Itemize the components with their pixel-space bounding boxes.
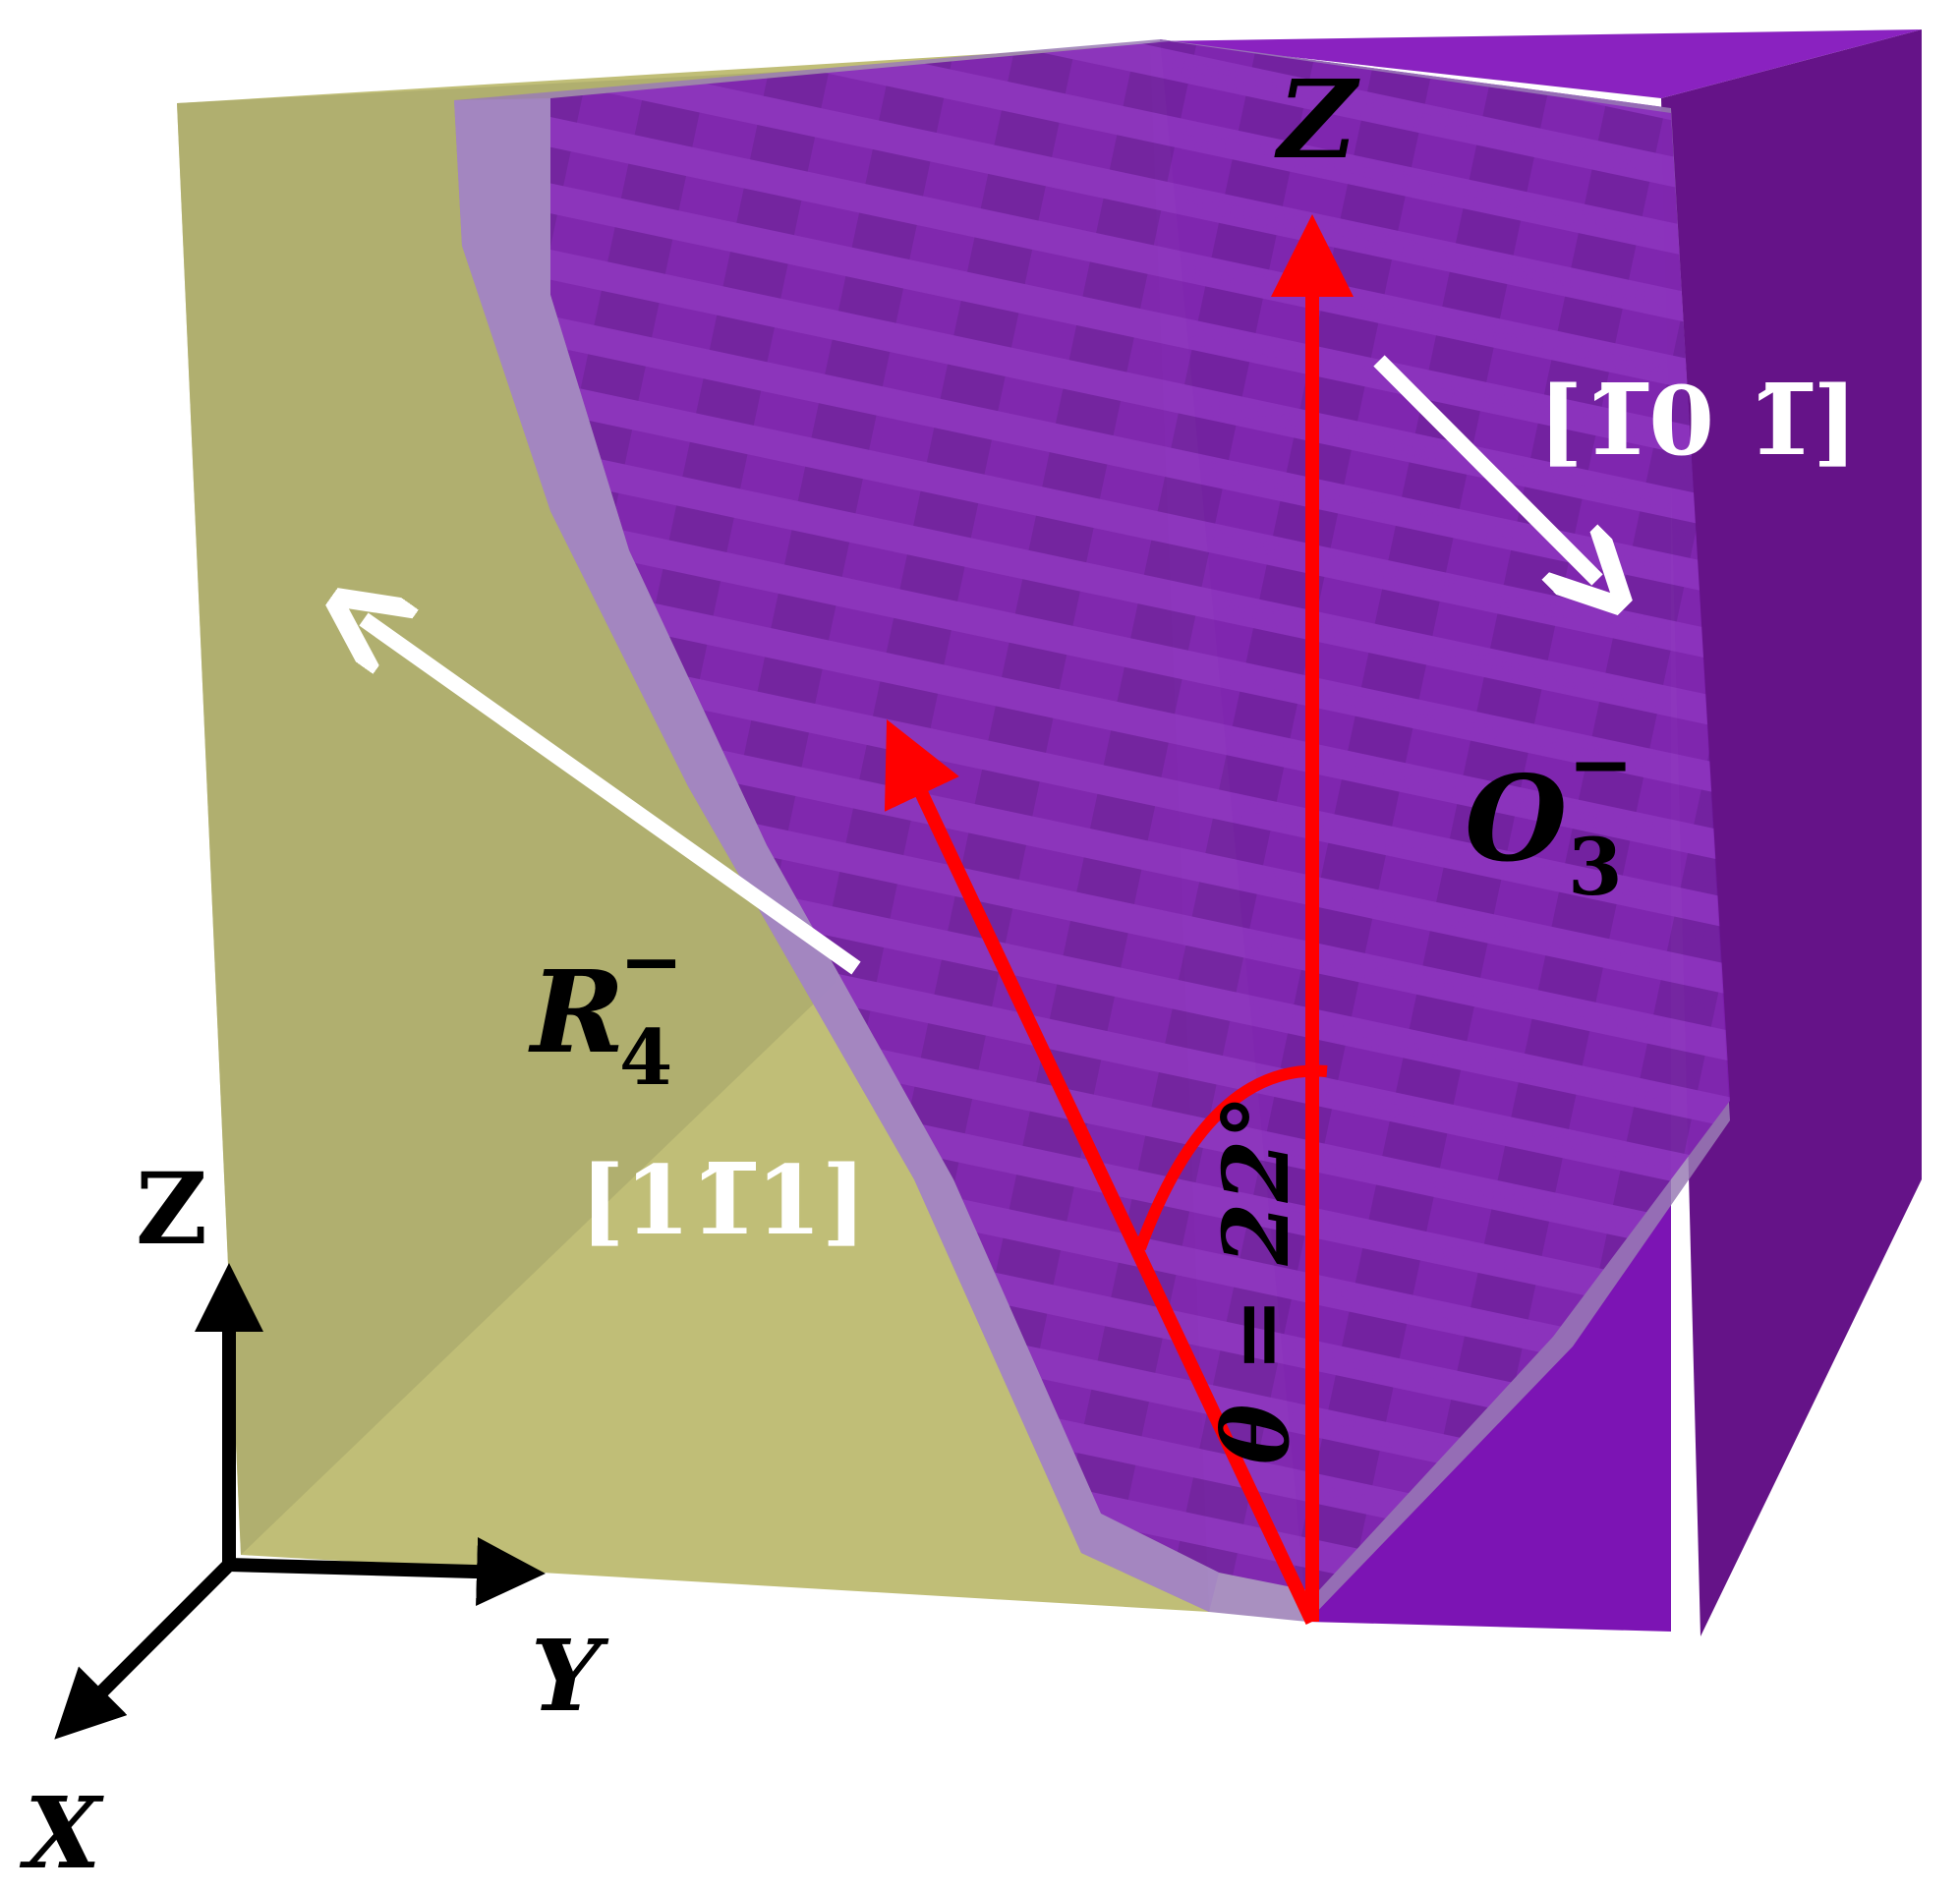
- white-arrow-left: [364, 619, 861, 975]
- phase-left-sup: −: [619, 917, 683, 1006]
- domain-wall-edge: [454, 98, 1219, 1612]
- phase-right-sub: 3: [1568, 821, 1623, 913]
- purple-phase-top-face: [1150, 29, 1922, 98]
- angle-label: θ = 22°: [1203, 1094, 1309, 1464]
- white-arrow-right: [1373, 355, 1597, 580]
- direction-left-label: [11̅1]: [580, 1145, 866, 1256]
- angle-arc: [1134, 1064, 1328, 1251]
- direction-right-label: [1̅0 1̅]: [1538, 366, 1858, 477]
- axis-x-label: X: [19, 1775, 104, 1891]
- red-normal-vector: [884, 719, 1319, 1625]
- z-top-label: Z: [1274, 56, 1360, 183]
- purple-phase-side-face: [1661, 29, 1922, 1636]
- axis-x-line: [54, 1560, 234, 1740]
- axis-z-label: Z: [136, 1151, 207, 1267]
- axis-y-label: Y: [531, 1618, 609, 1734]
- domain-wall-stripes: [550, 41, 1730, 1592]
- phase-left-base: R: [528, 946, 625, 1079]
- phase-right-base: O: [1465, 750, 1568, 888]
- axis-y-line: [228, 1537, 546, 1607]
- phase-right-sup: −: [1568, 717, 1634, 810]
- phase-left-sub: 4: [619, 1013, 672, 1103]
